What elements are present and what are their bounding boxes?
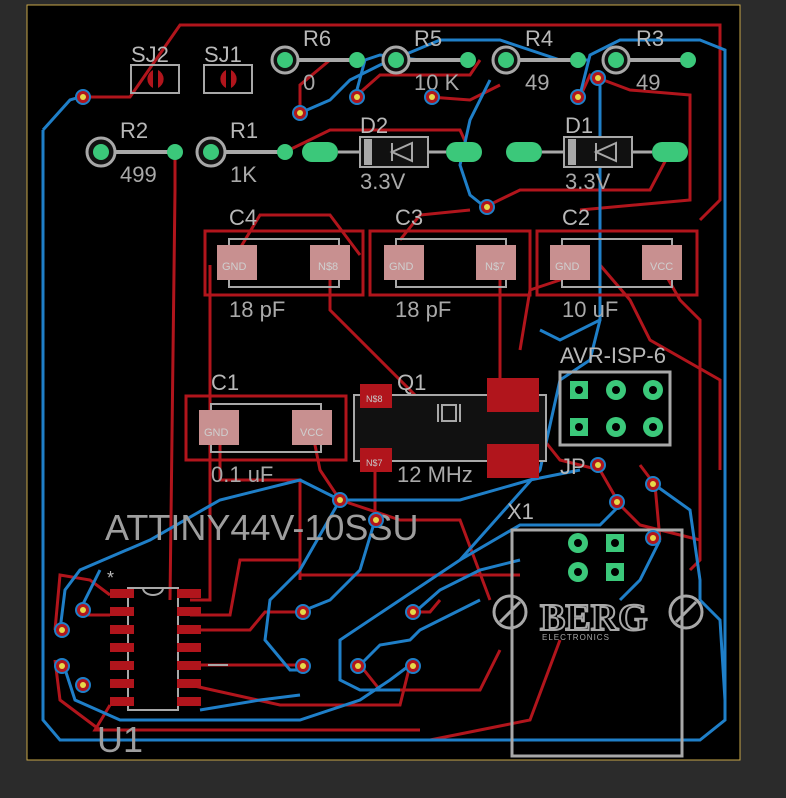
berg-brand: BERG <box>540 597 648 639</box>
via <box>405 604 421 620</box>
sj2-jumper[interactable] <box>130 64 180 94</box>
via <box>349 89 365 105</box>
diode-d2[interactable] <box>302 136 482 168</box>
via <box>645 530 661 546</box>
connector-x1[interactable]: BERG ELECTRONICS <box>492 528 704 758</box>
sj1-jumper[interactable] <box>203 64 253 94</box>
u1-name-label: ATTINY44V-10SSU <box>105 507 418 548</box>
d1-label: D1 <box>565 113 593 138</box>
via <box>332 492 348 508</box>
via <box>54 658 70 674</box>
r3-label: R3 <box>636 26 664 51</box>
capacitor-c1[interactable]: GND VCC <box>184 394 348 462</box>
via <box>295 604 311 620</box>
jp-label: JP <box>560 454 586 479</box>
capacitor-c2[interactable]: GND VCC <box>535 229 699 297</box>
r1-label: R1 <box>230 118 258 143</box>
c2-label: C2 <box>562 205 590 230</box>
via <box>570 89 586 105</box>
r3-value: 49 <box>636 70 660 95</box>
q1-n7-pad: N$7 <box>366 458 383 468</box>
c4-label: C4 <box>229 205 257 230</box>
via <box>350 658 366 674</box>
sj1-label: SJ1 <box>204 42 242 67</box>
via <box>645 476 661 492</box>
u1-label: U1 <box>97 719 143 760</box>
r1-value: 1K <box>230 162 257 187</box>
q1-n8-pad: N$8 <box>366 394 383 404</box>
via <box>609 494 625 510</box>
q1-value: 12 MHz <box>397 462 473 487</box>
r4-label: R4 <box>525 26 553 51</box>
c2-value: 10 uF <box>562 297 618 322</box>
avr-isp-header[interactable] <box>558 370 672 447</box>
r4-value: 49 <box>525 70 549 95</box>
c1-label: C1 <box>211 370 239 395</box>
avr-isp-label: AVR-ISP-6 <box>560 343 666 368</box>
resistor-r4[interactable] <box>491 45 586 75</box>
via <box>292 105 308 121</box>
sj2-label: SJ2 <box>131 42 169 67</box>
d1-value: 3.3V <box>565 169 611 194</box>
crystal-q1[interactable]: N$8 N$7 <box>353 378 547 478</box>
c2-vcc-pad: VCC <box>650 261 673 273</box>
c3-gnd-pad: GND <box>389 261 414 273</box>
q1-label: Q1 <box>397 370 426 395</box>
via <box>479 199 495 215</box>
c3-value: 18 pF <box>395 297 451 322</box>
c3-n7-pad: N$7 <box>485 261 505 273</box>
via <box>405 658 421 674</box>
c1-value: 0.1 uF <box>211 462 273 487</box>
resistor-r5[interactable] <box>381 45 476 75</box>
capacitor-c3[interactable]: GND N$7 <box>368 229 532 297</box>
r5-label: R5 <box>414 26 442 51</box>
r2-label: R2 <box>120 118 148 143</box>
via <box>424 89 440 105</box>
capacitor-c4[interactable]: GND N$8 <box>203 229 365 297</box>
resistor-r1[interactable] <box>195 136 293 168</box>
d2-label: D2 <box>360 113 388 138</box>
c3-label: C3 <box>395 205 423 230</box>
ic-u1[interactable] <box>110 587 228 711</box>
resistor-r3[interactable] <box>601 45 696 75</box>
c4-value: 18 pF <box>229 297 285 322</box>
berg-logo: BERG ELECTRONICS <box>492 594 704 642</box>
via <box>75 677 91 693</box>
c2-gnd-pad: GND <box>555 261 580 273</box>
via <box>75 89 91 105</box>
vias <box>54 70 661 693</box>
via <box>368 512 384 528</box>
via <box>75 602 91 618</box>
c1-vcc-pad: VCC <box>300 427 323 439</box>
resistor-r6[interactable] <box>270 45 365 75</box>
r2-value: 499 <box>120 162 157 187</box>
r6-value: 0 <box>303 70 315 95</box>
diode-d1[interactable] <box>506 136 688 168</box>
via <box>590 457 606 473</box>
d2-value: 3.3V <box>360 169 406 194</box>
c4-n8-pad: N$8 <box>318 261 338 273</box>
u1-pin1-marker: * <box>107 568 114 588</box>
berg-brand-sub: ELECTRONICS <box>542 633 610 642</box>
via <box>54 622 70 638</box>
c4-gnd-pad: GND <box>222 261 247 273</box>
c1-gnd-pad: GND <box>204 427 229 439</box>
via <box>590 70 606 86</box>
r6-label: R6 <box>303 26 331 51</box>
x1-label: X1 <box>507 499 534 524</box>
via <box>295 658 311 674</box>
resistor-r2[interactable] <box>85 136 183 168</box>
